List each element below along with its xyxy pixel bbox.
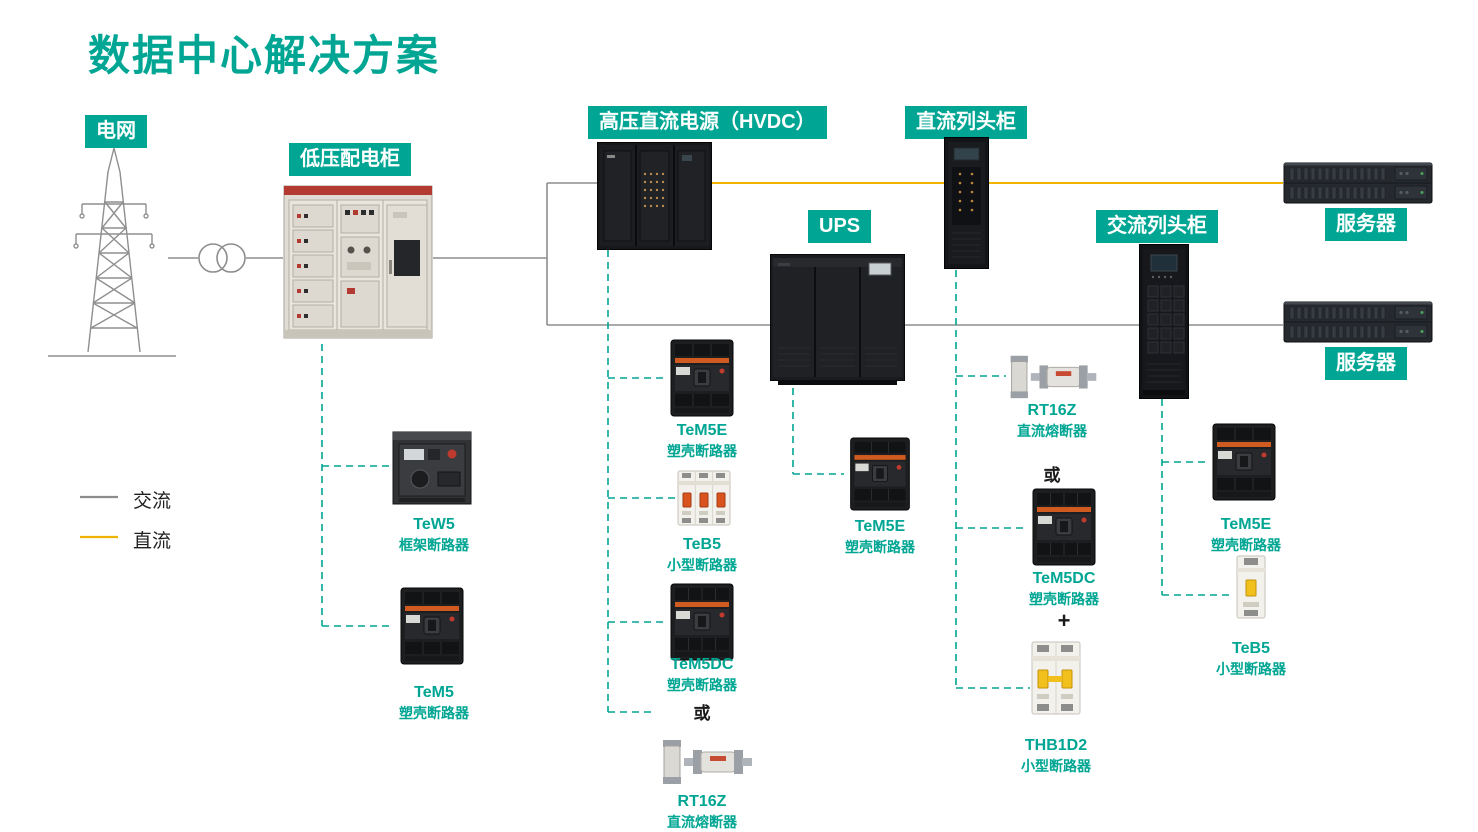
product-image-tem5e-hvdc	[664, 338, 740, 418]
operator-plus-dc: +	[1057, 608, 1071, 633]
product-name: TeB5	[1232, 640, 1270, 657]
product-type: 小型断路器	[667, 556, 737, 573]
legend-lines	[80, 495, 118, 539]
page-title: 数据中心解决方案	[88, 32, 441, 79]
product-type: 小型断路器	[1021, 757, 1091, 774]
product-caption-rt16z-hvdc: RT16Z 直流熔断器	[622, 791, 782, 831]
product-image-tem5dc-dc	[1026, 487, 1102, 567]
product-type: 塑壳断路器	[1211, 536, 1281, 553]
product-image-thb1d2	[1030, 640, 1082, 716]
product-type: 塑壳断路器	[845, 538, 915, 555]
product-caption-tem5dc-dc: TeM5DC 塑壳断路器	[984, 568, 1144, 608]
product-type: 塑壳断路器	[667, 676, 737, 693]
product-image-tem5e-ups	[844, 436, 916, 512]
product-image-tem5dc-hvdc	[664, 582, 740, 662]
product-type: 直流熔断器	[1017, 422, 1087, 439]
transformer-symbol	[198, 243, 246, 273]
product-type: 框架断路器	[399, 536, 469, 553]
ups-cabinet-image	[770, 248, 905, 388]
product-type: 塑壳断路器	[1029, 590, 1099, 607]
product-image-tem5	[394, 586, 470, 666]
product-name: RT16Z	[677, 793, 727, 810]
product-caption-thb1d2: THB1D2 小型断路器	[976, 735, 1136, 775]
product-image-teb5-hvdc	[676, 469, 732, 527]
product-caption-teb5-ac: TeB5 小型断路器	[1171, 638, 1331, 678]
dc-row-cabinet-image	[944, 137, 989, 269]
product-image-tem5e-ac	[1206, 422, 1282, 502]
product-name: RT16Z	[1027, 402, 1077, 419]
product-type: 小型断路器	[1216, 660, 1286, 677]
product-name: TeM5	[414, 684, 454, 701]
product-caption-tem5: TeM5 塑壳断路器	[354, 682, 514, 722]
product-name: TeB5	[683, 536, 721, 553]
product-name: TeM5E	[854, 518, 906, 535]
operator-or-dc: 或	[1043, 466, 1061, 485]
product-image-tew5	[390, 424, 474, 508]
transmission-tower-icon	[52, 138, 176, 358]
product-caption-rt16z-dc: RT16Z 直流熔断器	[972, 400, 1132, 440]
server-bottom-image	[1283, 299, 1433, 345]
product-links	[321, 250, 1234, 713]
product-name: TeM5E	[1220, 516, 1272, 533]
legend-dc-label: 直流	[133, 531, 172, 552]
product-caption-tem5e-ac: TeM5E 塑壳断路器	[1166, 514, 1326, 554]
product-caption-tem5e-ups: TeM5E 塑壳断路器	[800, 516, 960, 556]
server-top-image	[1283, 160, 1433, 206]
product-name: TeW5	[413, 516, 455, 533]
ac-lines	[48, 182, 1283, 357]
product-name: TeM5DC	[670, 656, 734, 673]
product-name: THB1D2	[1024, 737, 1088, 754]
product-caption-tew5: TeW5 框架断路器	[354, 514, 514, 554]
legend-ac-label: 交流	[133, 491, 172, 512]
product-caption-tem5e-hvdc: TeM5E 塑壳断路器	[622, 420, 782, 460]
product-name: TeM5E	[676, 422, 728, 439]
product-image-rt16z-dc	[1006, 350, 1098, 402]
node-label-grid: 电网	[85, 115, 147, 148]
operator-or-hvdc: 或	[693, 704, 711, 723]
ac-row-cabinet-image	[1139, 244, 1189, 399]
product-caption-teb5-hvdc: TeB5 小型断路器	[622, 534, 782, 574]
node-label-hvdc: 高压直流电源（HVDC）	[588, 106, 827, 139]
node-label-lv-cabinet: 低压配电柜	[289, 143, 411, 176]
node-label-ac-row: 交流列头柜	[1096, 210, 1218, 243]
node-label-server-top: 服务器	[1325, 208, 1407, 241]
product-image-teb5-ac	[1234, 554, 1268, 620]
product-type: 直流熔断器	[667, 813, 737, 830]
product-name: TeM5DC	[1032, 570, 1096, 587]
product-type: 塑壳断路器	[667, 442, 737, 459]
node-label-server-bottom: 服务器	[1325, 347, 1407, 380]
product-image-rt16z-hvdc	[660, 734, 752, 788]
node-label-dc-row: 直流列头柜	[905, 106, 1027, 139]
product-caption-tem5dc-hvdc: TeM5DC 塑壳断路器	[622, 654, 782, 694]
lv-cabinet-image	[283, 184, 433, 344]
hvdc-cabinet-image	[597, 142, 712, 250]
node-label-ups: UPS	[808, 210, 872, 243]
product-type: 塑壳断路器	[399, 704, 469, 721]
